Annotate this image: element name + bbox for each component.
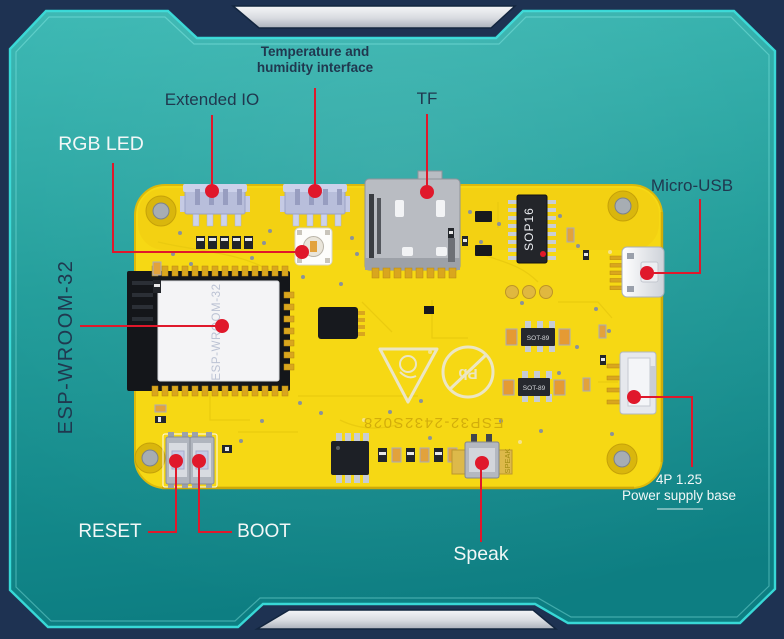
frame-inner-line — [15, 16, 770, 622]
sot89-marking-1: SOT-89 — [527, 335, 550, 342]
resistor-row — [196, 236, 253, 249]
qfn-chip — [318, 307, 365, 339]
silkscreen-logos: Pb — [378, 345, 495, 404]
sot89-marking-2: SOT-89 — [523, 385, 546, 392]
soic8-chip — [331, 433, 369, 483]
module-shield-label: ESP-WROOM-32 — [211, 283, 223, 380]
sop16-marking: SOP16 — [522, 207, 536, 251]
leader-micro-usb — [649, 199, 701, 274]
pcb-board: ESP-WROOM-32 — [127, 170, 665, 490]
sot89-regulator-2: SOT-89 — [502, 371, 566, 402]
pb-free-marking: Pb — [458, 365, 477, 382]
label-power-base-underline — [657, 508, 703, 510]
leader-reset — [148, 463, 177, 533]
board-model-silkscreen: ESP32-2432S028 — [362, 414, 503, 431]
leader-rgb-led — [112, 163, 300, 253]
callout-lines — [80, 88, 701, 542]
mounting-holes — [134, 190, 639, 475]
bottom-accent-bar — [254, 609, 559, 630]
module-castellations — [151, 265, 295, 397]
sot23-parts — [424, 211, 492, 314]
sop16-chip: SOP16 — [508, 194, 556, 264]
leader-power-base — [634, 396, 693, 467]
speaker-silkscreen: SPEAK — [503, 448, 512, 473]
top-accent-bar — [230, 5, 517, 29]
callout-dots — [169, 184, 654, 470]
gold-test-pads — [505, 285, 553, 299]
esp32-module: ESP-WROOM-32 — [127, 265, 295, 397]
chip-red-dot — [540, 251, 546, 257]
leader-boot — [198, 463, 232, 533]
sot89-regulator-1: SOT-89 — [505, 321, 571, 352]
vias — [171, 210, 614, 443]
tf-card-slot — [364, 170, 461, 279]
